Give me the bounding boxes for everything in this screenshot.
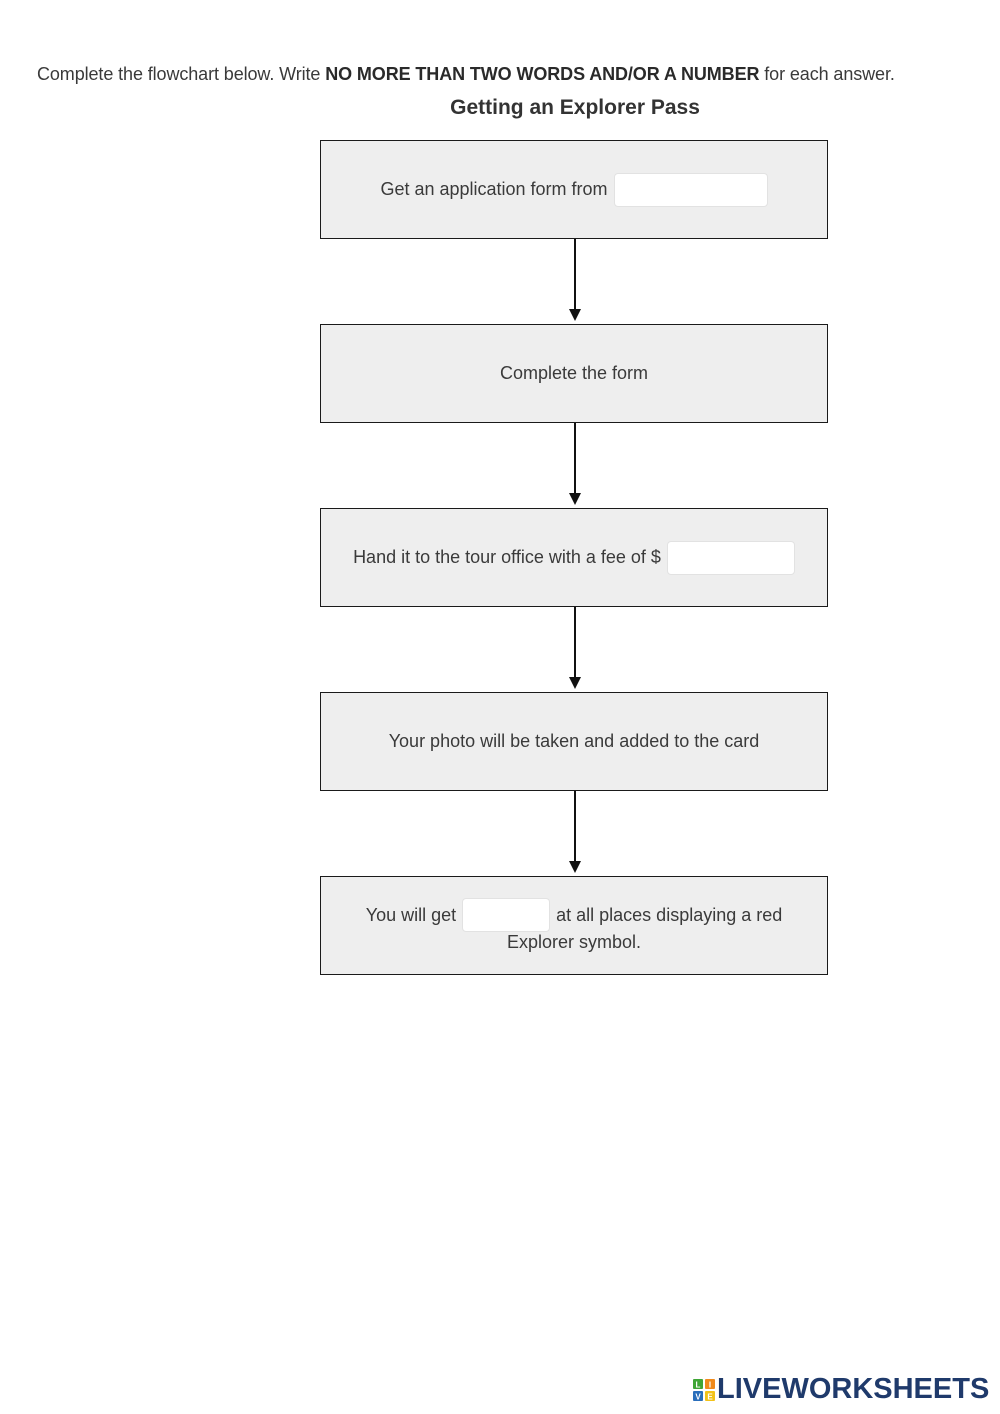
flowchart-step-2: Complete the form [320, 324, 828, 423]
answer-input-2[interactable] [666, 540, 795, 575]
svg-text:V: V [695, 1392, 701, 1401]
step-3-text: Hand it to the tour office with a fee of… [353, 547, 661, 567]
liveworksheets-logo-text: LIVEWORKSHEETS [717, 1373, 990, 1405]
instructions: Complete the flowchart below. Write NO M… [37, 64, 895, 85]
liveworksheets-logo: L I V E LIVEWORKSHEETS [693, 1373, 989, 1406]
svg-text:L: L [696, 1380, 701, 1389]
liveworksheets-logo-icon: L I V E [693, 1378, 715, 1401]
step-5-text-after: at all places displaying a red [556, 904, 783, 925]
svg-text:I: I [709, 1380, 711, 1389]
step-4-text: Your photo will be taken and added to th… [388, 731, 760, 751]
step-1-text: Get an application form from [380, 179, 608, 199]
step-2-text: Complete the form [499, 363, 649, 383]
answer-input-1[interactable] [613, 172, 768, 207]
answer-input-3[interactable] [462, 898, 551, 932]
flowchart-step-5: You will get at all places displaying a … [320, 876, 828, 975]
instructions-text: Complete the flowchart below. Write [37, 64, 326, 84]
flowchart-step-3: Hand it to the tour office with a fee of… [320, 508, 828, 607]
flowchart-title: Getting an Explorer Pass [450, 96, 700, 119]
flow-arrow-2 [569, 423, 581, 505]
instructions-text-end: for each answer. [759, 64, 895, 84]
flow-arrow-1 [569, 239, 581, 321]
flowchart-step-1: Get an application form from [320, 140, 828, 239]
instructions-emphasis: NO MORE THAN TWO WORDS AND/OR A NUMBER [325, 64, 760, 84]
flow-arrow-3 [569, 607, 581, 689]
step-5-text-line2: Explorer symbol. [506, 932, 642, 952]
flow-arrow-4 [569, 791, 581, 873]
step-5-text-before: You will get [365, 904, 457, 925]
svg-text:E: E [707, 1392, 713, 1401]
flowchart-step-4: Your photo will be taken and added to th… [320, 692, 828, 791]
